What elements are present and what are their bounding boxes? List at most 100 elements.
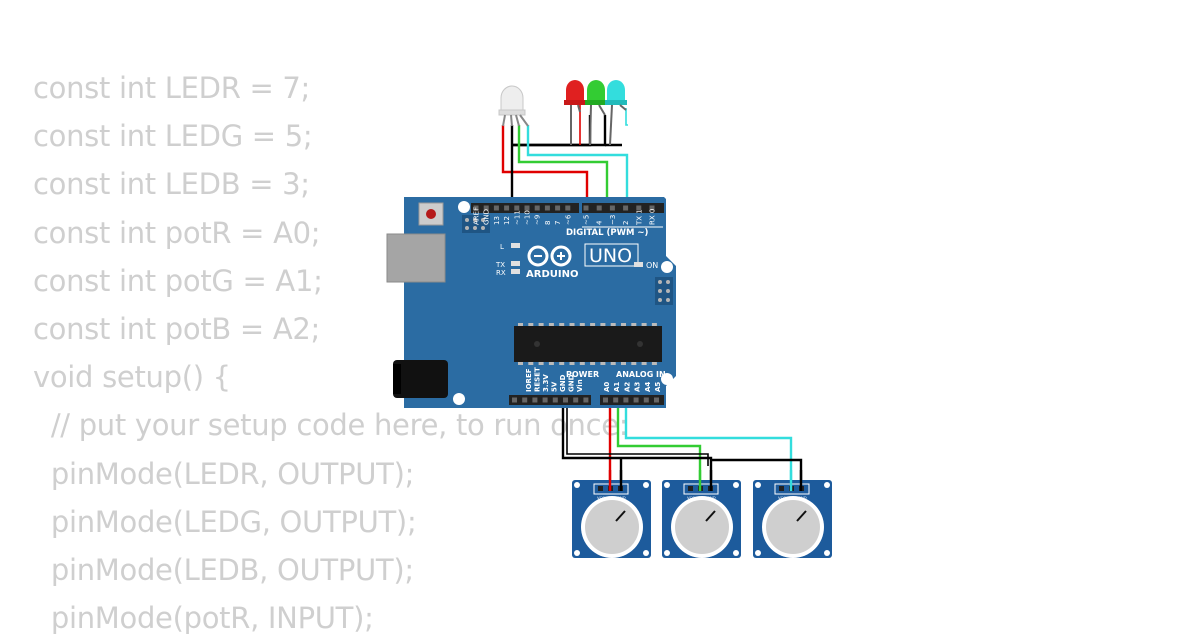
power-pin-label: GND	[568, 374, 576, 392]
pin-hole	[552, 397, 558, 403]
chip-pin	[590, 323, 596, 326]
brand-label: ARDUINO	[526, 269, 578, 280]
power-pin-label: RESET	[534, 367, 542, 392]
pin-label: TX 1	[635, 209, 643, 226]
pin-hole	[504, 205, 510, 211]
pin-hole	[633, 397, 639, 403]
knob-indicator	[615, 510, 626, 522]
chip-pin	[631, 362, 637, 365]
pin-hole	[688, 486, 693, 491]
wires	[501, 105, 803, 488]
code-line: const int LEDG = 5;	[33, 119, 313, 154]
pin-label: GND	[483, 209, 491, 225]
analog-pin-label: A2	[623, 382, 631, 392]
pin-hole	[544, 205, 550, 211]
pin-hole	[623, 205, 629, 211]
l-led	[511, 243, 520, 248]
pin-hole	[512, 397, 517, 403]
mount-hole	[733, 550, 739, 556]
code-line: pinMode(LEDR, OUTPUT);	[33, 456, 415, 491]
model-label: UNO	[589, 245, 632, 267]
potentiometer-blue: VCCSIGGND	[753, 480, 832, 558]
code-line: const int potR = A0;	[33, 215, 321, 250]
chip-pin	[569, 362, 575, 365]
pin-hole	[524, 205, 530, 211]
knob	[766, 500, 820, 554]
chip-pin	[600, 323, 606, 326]
mount-hole	[643, 482, 649, 488]
chip-pin	[651, 323, 657, 326]
analog-pin-label: A5	[654, 382, 662, 392]
chip-pin	[538, 323, 544, 326]
rx-led-label: RX	[496, 269, 506, 277]
wire-a1-green	[616, 398, 702, 488]
code-line: pinMode(LEDG, OUTPUT);	[33, 504, 417, 539]
pot-pin-label: VCC	[778, 495, 786, 500]
pin-hole	[598, 486, 603, 491]
mount-hole	[755, 482, 761, 488]
pin-hole	[532, 397, 538, 403]
pin-hole	[643, 397, 649, 403]
pin-label: ~6	[564, 214, 572, 225]
code-line: void setup() {	[33, 360, 231, 395]
analog-pin-label: A3	[634, 382, 642, 392]
chip-pin	[559, 362, 565, 365]
digital-pin-holes	[473, 205, 655, 211]
pin-label: ~10	[524, 210, 532, 225]
mount-hole	[755, 550, 761, 556]
chip-pin	[610, 323, 616, 326]
wire-gnd-black-loop	[566, 398, 709, 466]
pin-label: ~5	[583, 215, 591, 225]
knob-indicator	[705, 510, 716, 522]
chip-pin	[631, 323, 637, 326]
pin-hole	[596, 205, 602, 211]
analog-pin-label: A4	[644, 382, 652, 392]
on-led	[634, 262, 643, 267]
wire-rgb-led-red	[501, 125, 589, 207]
power-label: POWER	[566, 370, 599, 379]
pin-hole	[623, 397, 629, 403]
digital-label: DIGITAL (PWM ~)	[566, 228, 648, 238]
pin-label: RX 0	[649, 209, 657, 225]
pin-label: 13	[493, 216, 501, 225]
analog-header	[600, 395, 664, 405]
chip-pin	[559, 323, 565, 326]
icsp-header-right	[655, 277, 673, 305]
mount-hole	[824, 550, 830, 556]
pin-label: 12	[503, 216, 511, 225]
code-line: const int potB = A2;	[33, 311, 321, 346]
code-line: const int LEDR = 7;	[33, 71, 311, 105]
analog-pin-label: A0	[603, 382, 611, 392]
power-jack	[393, 360, 448, 398]
led-red	[564, 80, 586, 145]
analog-label: ANALOG IN	[616, 370, 666, 379]
pin-label: 7	[554, 221, 562, 225]
power-pin-label: Vin	[576, 379, 584, 392]
pin-hole	[473, 205, 479, 211]
power-pin-label: GND	[559, 374, 567, 392]
pin-label: ~11	[513, 210, 521, 225]
knob	[585, 500, 639, 554]
pot-wire-ends	[608, 470, 803, 491]
pin-hole	[563, 397, 568, 403]
wire-rgb-led-green	[517, 125, 609, 207]
chip-pin	[548, 323, 554, 326]
power-header	[509, 395, 591, 405]
wire-cyan-led-leg	[625, 108, 628, 126]
rgb-led	[498, 85, 529, 127]
power-pin-label: IOREF	[525, 368, 533, 392]
code-line: pinMode(potR, INPUT);	[33, 601, 374, 636]
pin-hole	[636, 205, 642, 211]
bottom-pin-holes	[512, 397, 659, 403]
rx-led	[511, 269, 520, 274]
power-pin-label: 5V	[551, 381, 559, 392]
pin-hole	[555, 205, 561, 211]
chip-pin	[528, 323, 534, 326]
analog-pin-label: A1	[613, 382, 621, 392]
mount-hole	[643, 550, 649, 556]
code-line: pinMode(LEDB, OUTPUT);	[33, 552, 414, 587]
mount-hole	[664, 550, 670, 556]
mount-hole	[574, 550, 580, 556]
chip-pin	[641, 362, 647, 365]
